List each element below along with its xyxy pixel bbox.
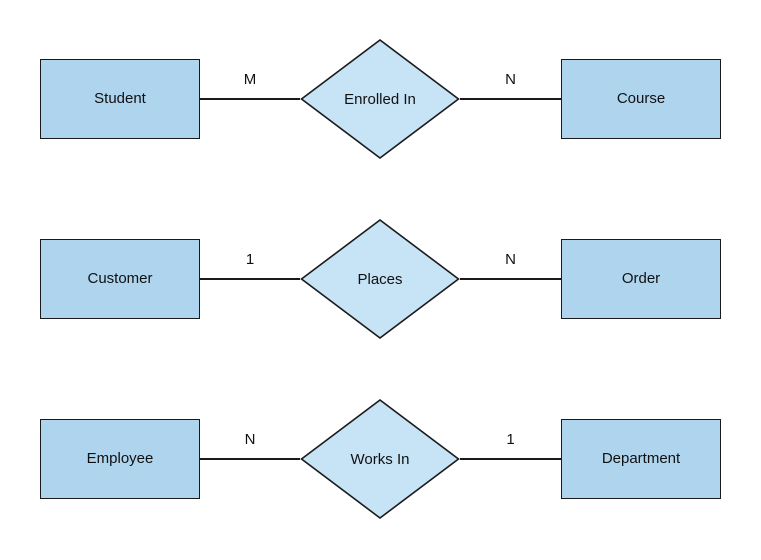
- entity-label: Employee: [86, 450, 154, 467]
- connector-line: [200, 98, 300, 100]
- cardinality-label: N: [505, 71, 516, 88]
- entity-box-customer: Customer: [40, 239, 200, 319]
- entity-box-department: Department: [561, 419, 721, 499]
- connector-line: [200, 278, 300, 280]
- entity-label: Order: [621, 270, 661, 287]
- relationship-label: Places: [357, 270, 403, 288]
- connector-line: [200, 458, 300, 460]
- diamond-shape: [300, 399, 460, 519]
- cardinality-label: N: [505, 251, 516, 268]
- connector-line: [460, 458, 561, 460]
- relationship-row-customer-order: Customer 1 Places N Order: [0, 219, 761, 339]
- relationship-label: Works In: [350, 450, 410, 468]
- entity-label: Student: [94, 90, 146, 107]
- connector-line: [460, 278, 561, 280]
- relationship-label: Enrolled In: [344, 90, 416, 108]
- entity-box-student: Student: [40, 59, 200, 139]
- relationship-row-employee-department: Employee N Works In 1 Department: [0, 399, 761, 519]
- entity-label: Course: [616, 90, 666, 107]
- relationship-diamond-works-in: Works In: [300, 399, 460, 519]
- relationship-diamond-places: Places: [300, 219, 460, 339]
- entity-box-order: Order: [561, 239, 721, 319]
- relationship-diamond-enrolled-in: Enrolled In: [300, 39, 460, 159]
- entity-box-employee: Employee: [40, 419, 200, 499]
- connector-line: [460, 98, 561, 100]
- cardinality-label: M: [243, 71, 257, 88]
- cardinality-label: N: [244, 431, 256, 448]
- diamond-shape: [300, 219, 460, 339]
- cardinality-label: 1: [506, 431, 515, 448]
- cardinality-label: 1: [245, 251, 255, 268]
- entity-label: Department: [601, 450, 681, 467]
- relationship-row-student-course: Student M Enrolled In N Course: [0, 39, 761, 159]
- entity-box-course: Course: [561, 59, 721, 139]
- entity-label: Customer: [87, 270, 153, 287]
- diamond-shape: [300, 39, 460, 159]
